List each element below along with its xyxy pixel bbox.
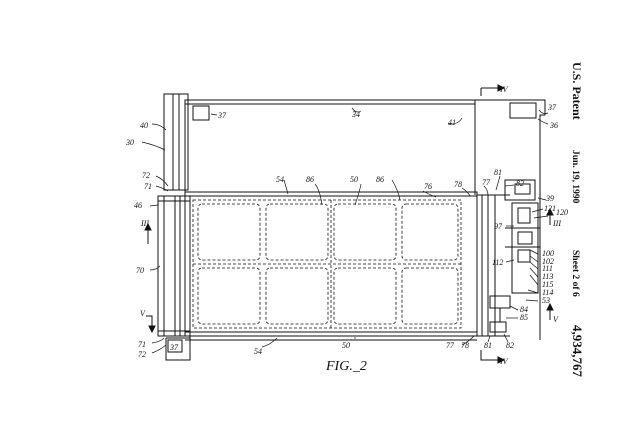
ref-72-top: 72 (142, 171, 150, 180)
left-post (163, 93, 189, 191)
ref-71-bottom: 71 (138, 340, 146, 349)
ref-50-top: 50 (350, 175, 358, 184)
ref-71-top: 71 (144, 182, 152, 191)
ref-84: 84 (520, 305, 528, 314)
ref-82-bottom: 82 (506, 341, 514, 350)
ref-113: 113 (542, 272, 553, 281)
ref-85: 85 (520, 313, 528, 322)
panel-5 (197, 267, 261, 325)
left-column (157, 195, 191, 337)
ref-53: 53 (542, 296, 550, 305)
ref-86-b: 86 (376, 175, 384, 184)
panel-1 (197, 203, 261, 261)
sheet-header: U.S. Patent Jun. 19, 1990 Sheet 2 of 6 4… (570, 62, 585, 378)
panel-3 (333, 203, 397, 261)
section-labels: IV IV III III V V (140, 85, 561, 366)
ref-81-top: 81 (494, 168, 502, 177)
panel-grid (192, 199, 462, 329)
ref-114: 114 (542, 288, 553, 297)
ref-120: 120 (556, 208, 568, 217)
panel-2 (265, 203, 329, 261)
ref-36: 36 (549, 121, 558, 130)
ref-77-top: 77 (482, 178, 491, 187)
ref-54-top: 54 (276, 175, 284, 184)
upper-enclosure (184, 99, 476, 193)
right-rail (476, 194, 496, 337)
section-iii-left: III (140, 219, 149, 228)
section-iv-bottom: IV (499, 357, 509, 366)
frame-structure (157, 93, 546, 361)
ref-37-left: 37 (217, 111, 227, 120)
ref-46: 46 (134, 201, 142, 210)
ref-115: 115 (542, 280, 553, 289)
ref-37-right: 37 (547, 103, 557, 112)
header-office: U.S. Patent (570, 62, 584, 120)
ref-86-a: 86 (306, 175, 314, 184)
ref-97: 97 (494, 222, 503, 231)
panel-6 (265, 267, 329, 325)
ref-112: 112 (492, 258, 503, 267)
ref-77-bottom: 77 (446, 341, 455, 350)
header-patent-number: 4,934,767 (570, 325, 585, 378)
ref-54-bottom: 54 (254, 347, 262, 356)
ref-78-top: 78 (454, 180, 462, 189)
header-date: Jun. 19, 1990 (570, 150, 580, 204)
ref-82-top: 82 (516, 179, 524, 188)
section-iii-right: III (552, 219, 561, 228)
ref-121: 121 (544, 204, 556, 213)
ref-111: 111 (542, 264, 553, 273)
ref-39: 39 (545, 194, 554, 203)
ref-70: 70 (136, 266, 144, 275)
ref-50-bottom: 50 (342, 341, 350, 350)
ref-76: 76 (424, 182, 432, 191)
ref-30: 30 (125, 138, 134, 147)
section-v-left: V (140, 309, 146, 318)
ref-34: 34 (351, 110, 360, 119)
ref-72-bottom: 72 (138, 350, 146, 359)
ref-81-bottom: 81 (484, 341, 492, 350)
panel-4 (401, 203, 459, 261)
header-sheet: Sheet 2 of 6 (570, 250, 580, 297)
ref-41: 41 (448, 118, 456, 127)
reference-numerals: 40 30 37 34 41 37 36 72 71 46 70 71 72 3… (125, 103, 568, 359)
ref-100: 100 (542, 249, 554, 258)
ref-40: 40 (140, 121, 148, 130)
ref-102: 102 (542, 257, 554, 266)
section-markers (144, 84, 554, 364)
right-housing (475, 99, 546, 340)
leader-lines (141, 107, 549, 354)
panel-8 (401, 267, 459, 325)
ref-78-bottom: 78 (461, 341, 469, 350)
section-iv-top: IV (499, 85, 509, 94)
ref-37-bottom: 37 (169, 343, 179, 352)
figure-caption: FIG._2 (325, 359, 367, 374)
section-v-right: V (553, 315, 559, 324)
mechanism-block (504, 179, 536, 201)
panel-7 (333, 267, 397, 325)
